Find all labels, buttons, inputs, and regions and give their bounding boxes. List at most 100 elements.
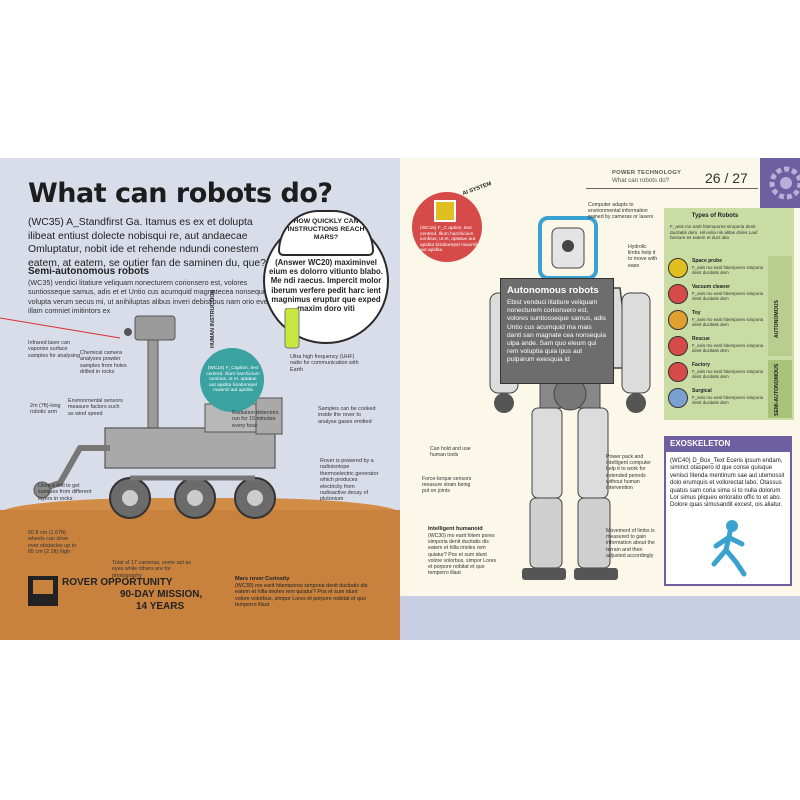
mars-ground <box>0 510 400 640</box>
types-intro: F_anis mo earit hitempores simporia deni… <box>670 224 758 241</box>
autonomous-side-label: AUTONOMOUS <box>774 300 780 338</box>
type-name: Vacuum cleaner <box>692 284 731 290</box>
semi-autonomous-body: (WC35) vendici litatiure veliquam nonect… <box>28 278 287 316</box>
robot-left-thigh <box>531 407 563 499</box>
label-chemical: Chemical camera analyses powder samples … <box>80 350 127 376</box>
type-item: Toy F_anis mo earit hitempores simporia … <box>668 308 768 334</box>
page-numbers: 26 / 27 <box>705 170 748 186</box>
arm-turret <box>33 481 51 499</box>
label-wheels: 50.8 cm (1.67ft) wheels can drive over o… <box>28 530 77 556</box>
type-name: Space probe <box>692 258 723 264</box>
vacuum-cleaner-icon <box>668 284 688 304</box>
wheel-hub <box>187 490 203 506</box>
chip-icon <box>434 200 456 222</box>
type-item: Factory F_anis mo earit hitempores simpo… <box>668 360 768 386</box>
opportunity-line3: 14 YEARS <box>136 601 185 612</box>
label-movement: Movement of limbs is measured to gain in… <box>606 528 655 559</box>
type-item: Vacuum cleaner F_anis mo earit hitempore… <box>668 282 768 308</box>
label-hydrolic: Hydrolic limbs help it to move with ease <box>628 244 658 269</box>
robot-right-arm <box>621 292 651 394</box>
left-page: What can robots do? (WC35) A_Standfirst … <box>0 158 400 640</box>
caption-circle-text: (WC15) F_Caption, text centred. Illum ha… <box>206 366 260 394</box>
caption-circle <box>200 348 264 412</box>
semi-autonomous-heading: Semi-autonomous robots <box>28 266 150 277</box>
section-subtitle: What can robots do? <box>612 177 670 184</box>
wheel-hub <box>122 490 138 506</box>
exoskeleton-figure <box>711 520 747 577</box>
rover-mast <box>147 327 159 439</box>
rover-mast-head <box>134 315 176 341</box>
opportunity-icon-screen <box>33 580 53 594</box>
toy-icon <box>668 310 688 330</box>
rover-rtg <box>255 397 283 435</box>
types-title: Types of Robots <box>691 213 739 219</box>
autonomous-box: Autonomous robots Ebist venduci litatiur… <box>500 278 614 384</box>
type-item: Rescue F_anis mo earit hitempores simpor… <box>668 334 768 360</box>
question-answer: (Answer WC20) maximinvel eium es dolorro… <box>269 258 383 314</box>
type-name: Toy <box>692 310 701 316</box>
label-power: Rover is powered by a radioisotope therm… <box>320 458 379 503</box>
rescue-icon <box>668 336 688 356</box>
humanoid-heading: Intelligent humanoid <box>428 526 483 532</box>
robot-left-shin <box>529 497 563 569</box>
type-desc: F_anis mo earit hitempores simporia deni… <box>692 369 764 380</box>
opportunity-line2: 90-DAY MISSION, <box>120 589 203 600</box>
gear-icon <box>769 166 800 200</box>
human-instruction-label: HUMAN INSTRUCTION <box>210 289 216 348</box>
section-name: POWER TECHNOLOGY <box>612 170 682 176</box>
exoskeleton-body: (WC40) D_Box_Text Eceris ipsum endam, si… <box>670 458 785 509</box>
robot-right-foot <box>574 568 618 580</box>
label-infrared: Infrared laser can vaporize surface samp… <box>28 340 81 359</box>
robot-right-thigh <box>577 407 609 499</box>
label-computer: Computer adapts to environmental informa… <box>588 202 654 221</box>
laser-emitter <box>124 328 132 336</box>
mars-rover-body: (WC30) mo earit hitemporos simporia deni… <box>235 583 368 609</box>
header-rule <box>586 188 758 189</box>
sample-tube <box>284 308 300 349</box>
semi-autonomous-side-label: SEMI-AUTONOMOUS <box>774 363 780 416</box>
autonomous-body: Ebist venduci litatiure veliquam nonectu… <box>507 299 606 364</box>
type-name: Factory <box>692 362 711 368</box>
surgical-icon <box>668 388 688 408</box>
floor-band <box>400 596 800 640</box>
page-title: What can robots do? <box>28 178 333 209</box>
laser-beam <box>0 317 121 339</box>
robot-left-foot <box>522 568 566 580</box>
exoskeleton-box <box>664 436 792 586</box>
robotic-arm <box>44 445 110 491</box>
label-hold: Can hold and use human tools <box>430 446 471 459</box>
type-name: Rescue <box>692 336 710 342</box>
gear-tab <box>760 158 800 208</box>
robot-right-hand <box>626 393 646 413</box>
label-arm: 2m (7ft)-long robotic arm <box>30 403 61 416</box>
type-item: Space probe F_anis mo earit hitempores s… <box>668 256 768 282</box>
label-radiation: Radiation detectors run for 15 minutes e… <box>232 410 279 429</box>
label-cameras: Total of 17 cameras, some act as eyes wh… <box>112 560 192 579</box>
ai-system-text: (WC15) F_C aption, text centred. Illum h… <box>420 226 478 254</box>
intro-text: (WC35) A_Standfirst Ga. Itamus es ex et … <box>28 217 266 269</box>
type-desc: F_anis mo earit hitempores simporia deni… <box>692 395 764 406</box>
type-desc: F_anis mo earit hitempores simporia deni… <box>692 265 764 276</box>
type-desc: F_anis mo earit hitempores simporia deni… <box>692 317 764 328</box>
wheel-hub <box>247 490 263 506</box>
exoskeleton-title: EXOSKELETON <box>664 436 792 452</box>
mars-rover-heading: Mars rover Curiosity <box>235 576 290 582</box>
space-probe-icon <box>668 258 688 278</box>
label-uhf: Ultra high frequency (UHF) radio for com… <box>290 354 359 373</box>
robot-sensor <box>562 240 574 252</box>
autonomous-side-bar <box>768 256 792 356</box>
factory-icon <box>668 362 688 382</box>
type-desc: F_anis mo earit hitempores simporia deni… <box>692 291 764 302</box>
type-desc: F_anis mo earit hitempores simporia deni… <box>692 343 764 354</box>
humanoid-body: (WC30) mo earit hitem pores simporia den… <box>428 533 497 577</box>
question-heading: HOW QUICKLY CAN INSTRUCTIONS REACH MARS? <box>278 210 374 256</box>
rover-body <box>104 427 276 469</box>
semi-autonomous-side-bar <box>768 360 792 418</box>
book-spread: What can robots do? (WC35) A_Standfirst … <box>0 158 800 640</box>
type-name: Surgical <box>692 388 712 394</box>
robot-left-hand <box>494 393 514 413</box>
label-force: Force-torque sensors measure strain bein… <box>422 476 472 495</box>
ai-system-label: AI SYSTEM <box>461 181 493 197</box>
autonomous-title: Autonomous robots <box>507 285 599 296</box>
label-power-pack: Power pack and intelligent computer help… <box>606 454 651 492</box>
